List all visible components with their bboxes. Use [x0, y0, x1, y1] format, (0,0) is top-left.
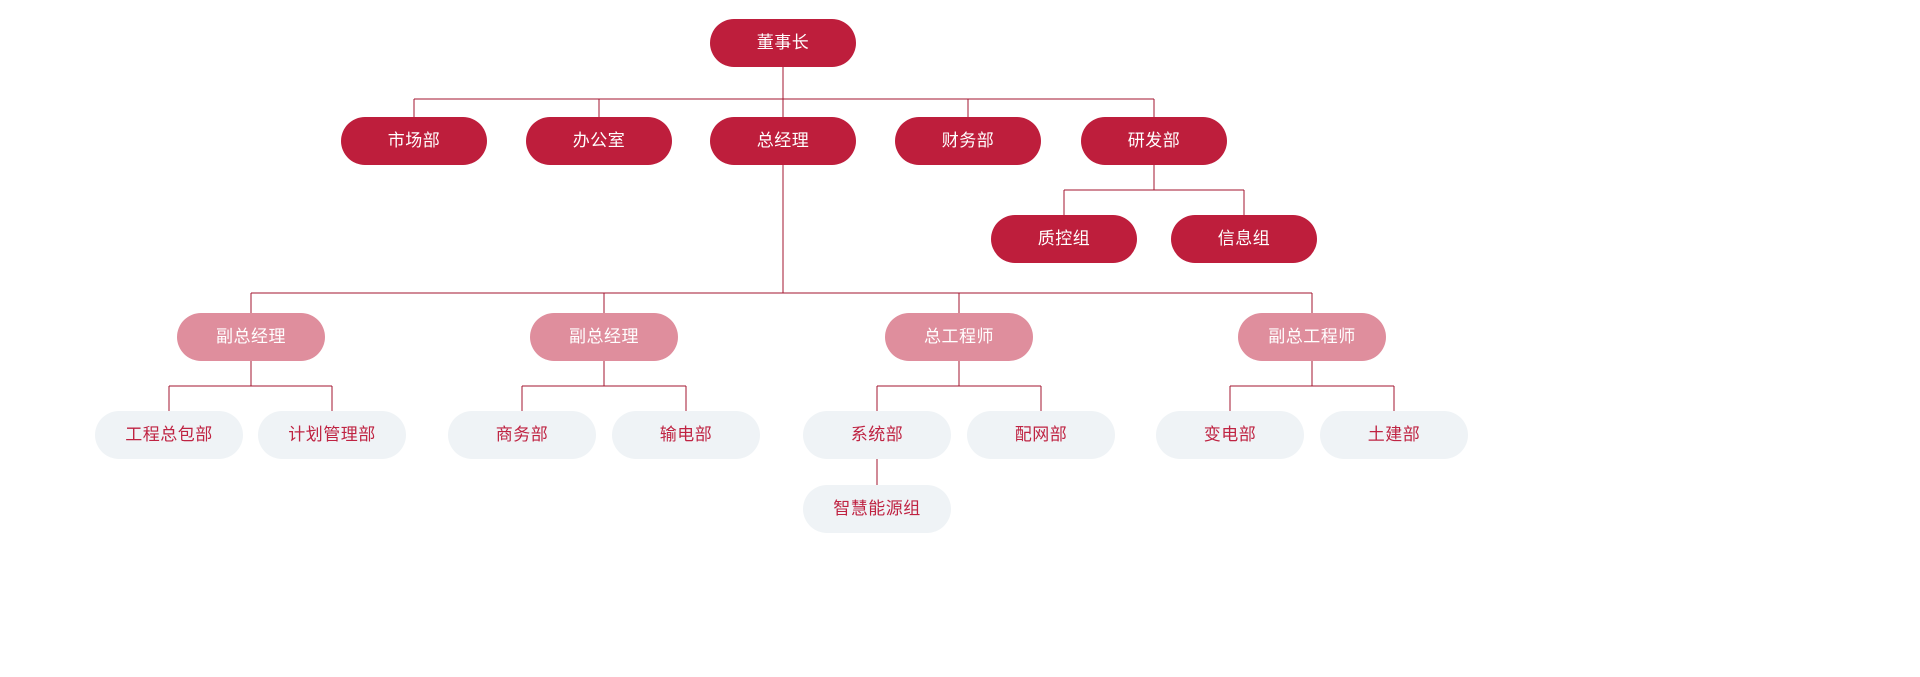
org-node-transmission-dept[interactable]: 输电部 — [612, 411, 760, 459]
org-node-chairman[interactable]: 董事长 — [710, 19, 856, 67]
org-node-label: 董事长 — [756, 32, 810, 52]
org-node-qc-group[interactable]: 质控组 — [991, 215, 1137, 263]
org-node-chief-engineer[interactable]: 总工程师 — [885, 313, 1033, 361]
org-node-label: 总经理 — [756, 130, 810, 150]
org-node-office[interactable]: 办公室 — [526, 117, 672, 165]
org-node-label: 研发部 — [1127, 130, 1181, 150]
org-node-epc-dept[interactable]: 工程总包部 — [95, 411, 243, 459]
org-node-rnd[interactable]: 研发部 — [1081, 117, 1227, 165]
org-node-label: 计划管理部 — [288, 424, 376, 444]
org-node-label: 信息组 — [1217, 228, 1271, 248]
org-node-deputy-gm-2[interactable]: 副总经理 — [530, 313, 678, 361]
org-node-label: 副总经理 — [569, 326, 639, 346]
org-node-label: 智慧能源组 — [833, 498, 921, 518]
org-node-label: 财务部 — [941, 130, 995, 150]
org-node-general-manager[interactable]: 总经理 — [710, 117, 856, 165]
org-node-label: 办公室 — [572, 130, 626, 150]
org-node-commerce-dept[interactable]: 商务部 — [448, 411, 596, 459]
org-node-substation-dept[interactable]: 变电部 — [1156, 411, 1304, 459]
org-node-label: 总工程师 — [924, 326, 994, 346]
org-node-label: 商务部 — [495, 424, 549, 444]
org-node-finance[interactable]: 财务部 — [895, 117, 1041, 165]
org-node-info-group[interactable]: 信息组 — [1171, 215, 1317, 263]
org-node-marketing[interactable]: 市场部 — [341, 117, 487, 165]
org-node-distribution-dept[interactable]: 配网部 — [967, 411, 1115, 459]
org-node-label: 配网部 — [1014, 424, 1068, 444]
org-node-label: 系统部 — [850, 424, 904, 444]
org-node-system-dept[interactable]: 系统部 — [803, 411, 951, 459]
org-node-label: 土建部 — [1367, 424, 1421, 444]
org-node-label: 质控组 — [1037, 228, 1091, 248]
org-node-label: 输电部 — [659, 424, 713, 444]
org-node-label: 副总工程师 — [1268, 326, 1356, 346]
org-node-label: 工程总包部 — [125, 424, 213, 444]
org-node-deputy-gm-1[interactable]: 副总经理 — [177, 313, 325, 361]
org-node-planning-dept[interactable]: 计划管理部 — [258, 411, 406, 459]
org-node-label: 变电部 — [1203, 424, 1257, 444]
org-node-label: 市场部 — [387, 130, 441, 150]
org-node-smart-energy-group[interactable]: 智慧能源组 — [803, 485, 951, 533]
org-node-label: 副总经理 — [216, 326, 286, 346]
org-node-deputy-chief-engineer[interactable]: 副总工程师 — [1238, 313, 1386, 361]
org-node-civil-dept[interactable]: 土建部 — [1320, 411, 1468, 459]
